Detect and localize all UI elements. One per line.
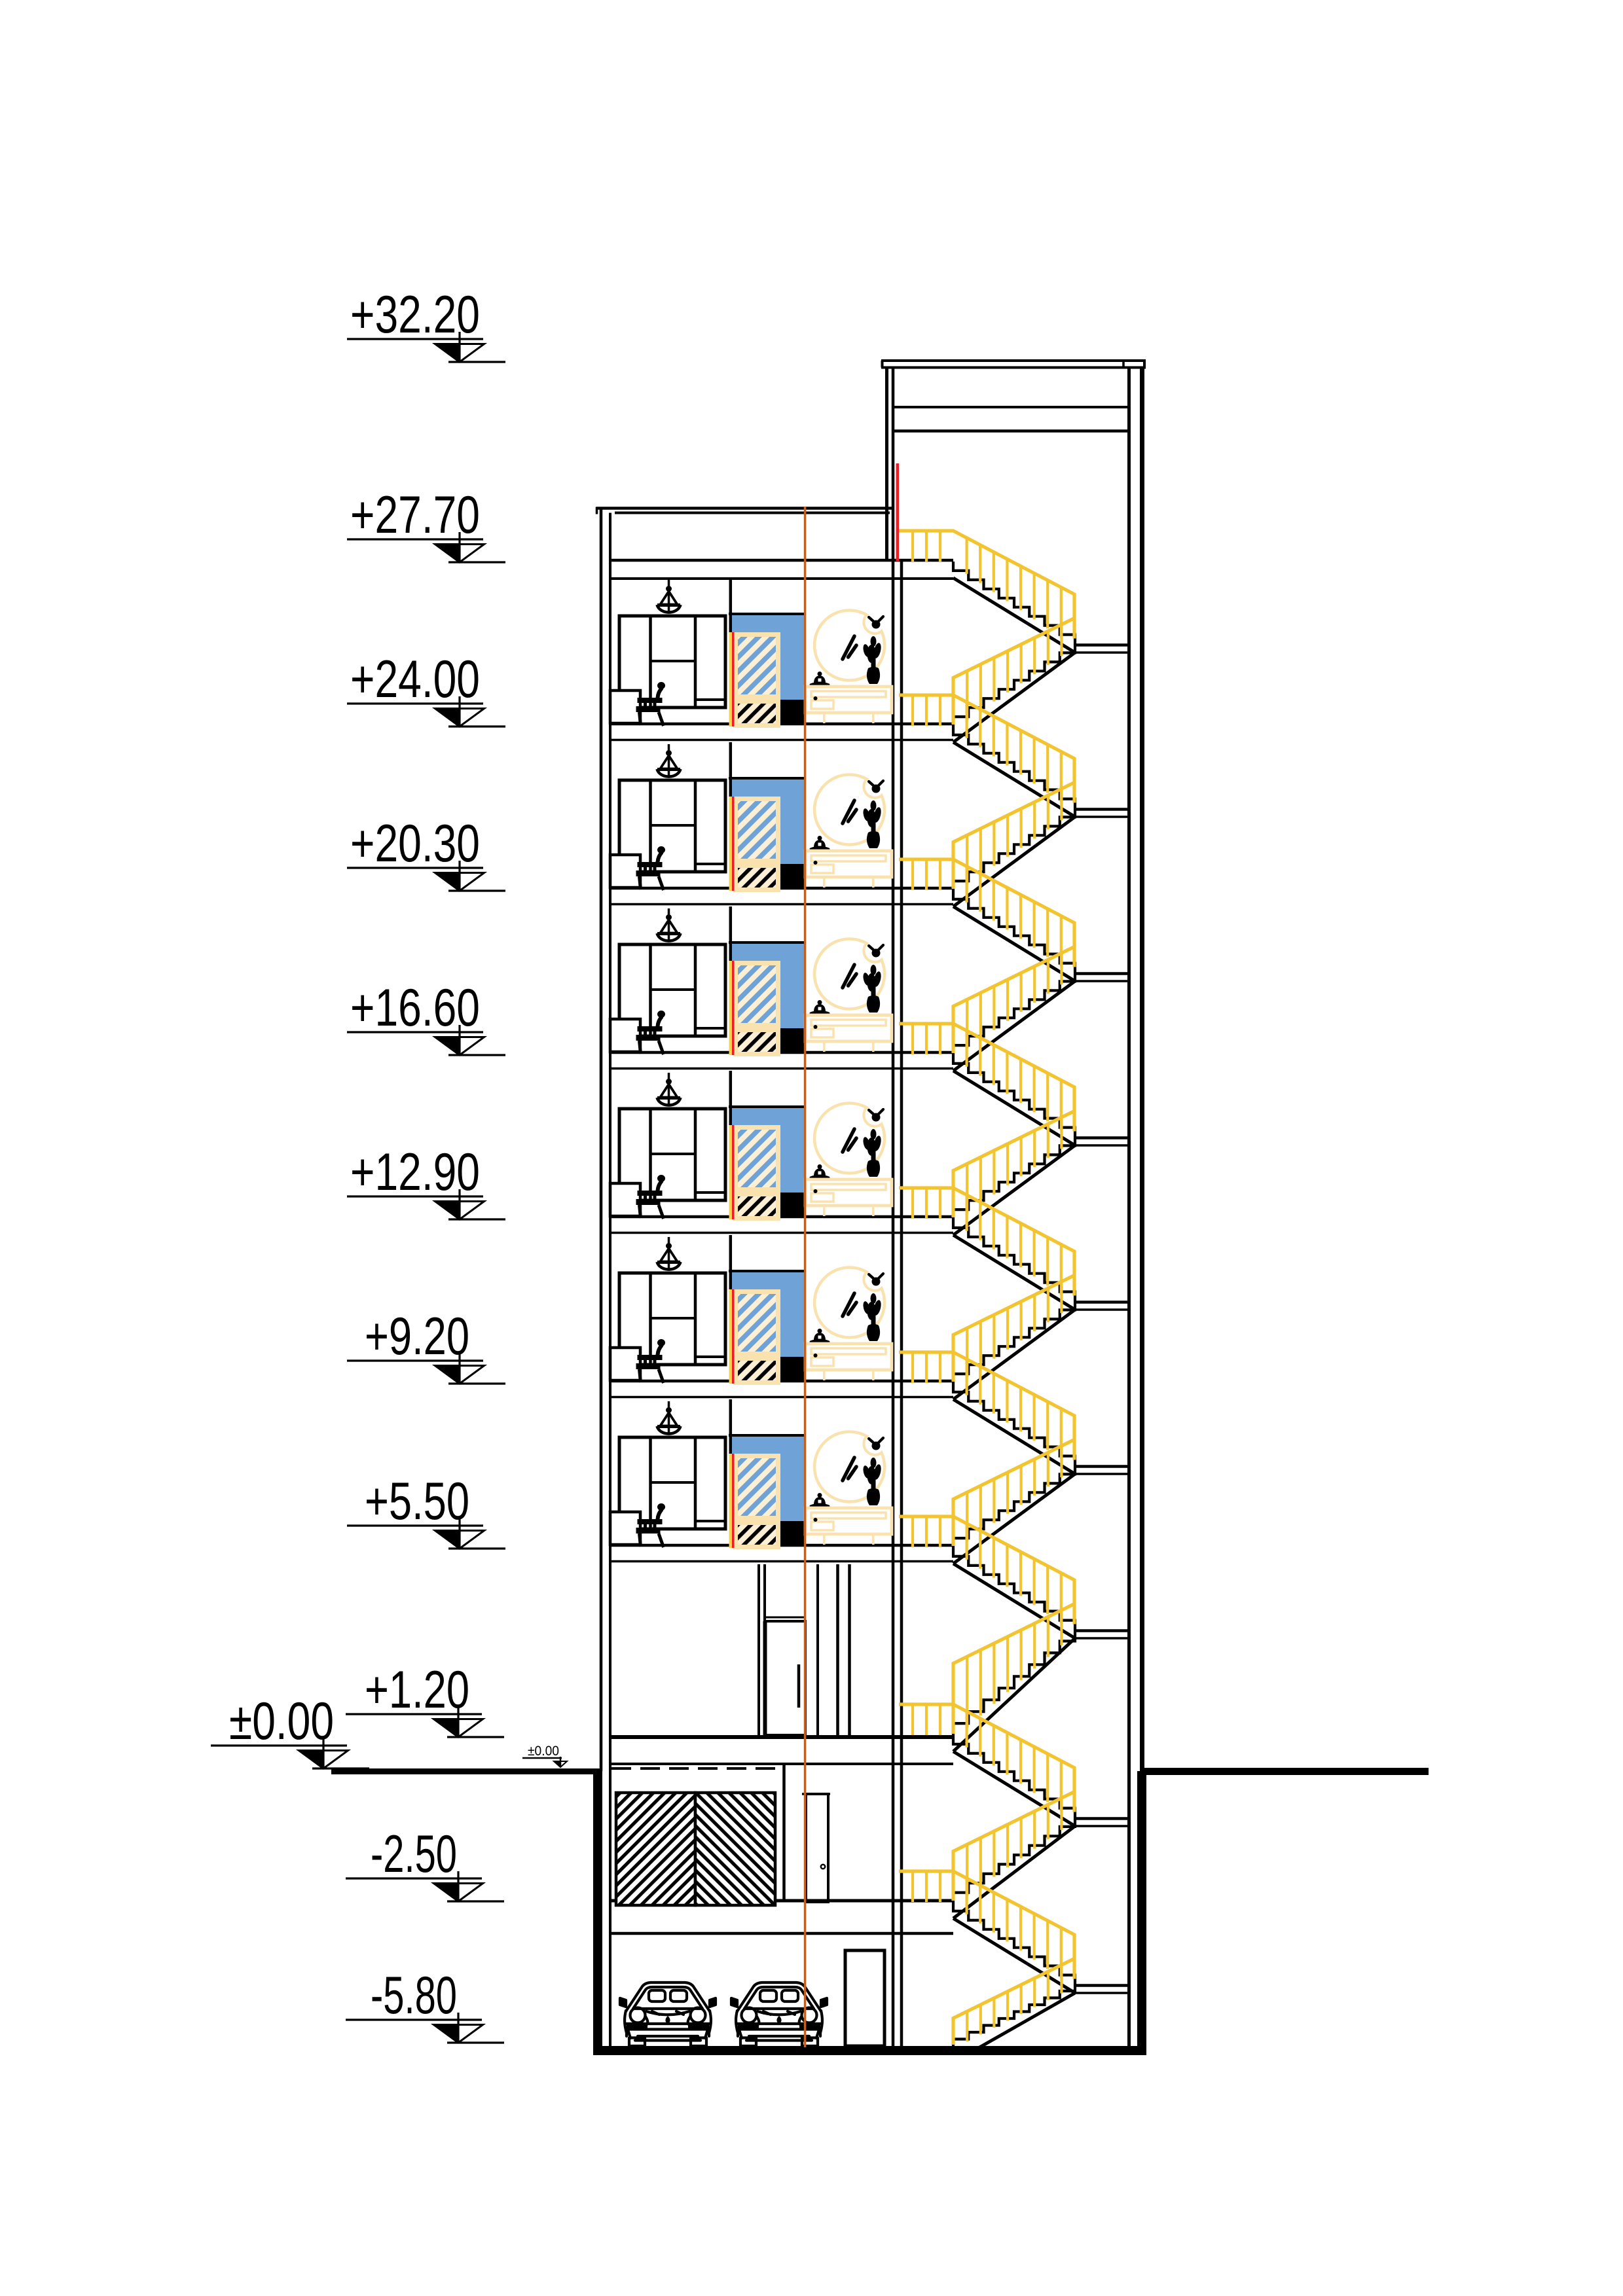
- svg-text:±0.00: ±0.00: [229, 1692, 334, 1751]
- svg-text:+32.20: +32.20: [350, 285, 480, 344]
- svg-text:+1.20: +1.20: [365, 1660, 469, 1719]
- svg-text:-2.50: -2.50: [371, 1825, 457, 1884]
- svg-text:+16.60: +16.60: [350, 978, 480, 1037]
- svg-text:+5.50: +5.50: [365, 1472, 469, 1531]
- svg-text:±0.00: ±0.00: [528, 1744, 559, 1759]
- svg-text:+20.30: +20.30: [350, 814, 480, 873]
- svg-text:+27.70: +27.70: [350, 486, 480, 545]
- svg-text:+9.20: +9.20: [365, 1307, 469, 1366]
- svg-text:+12.90: +12.90: [350, 1143, 480, 1202]
- svg-text:-5.80: -5.80: [371, 1966, 457, 2025]
- svg-text:+24.00: +24.00: [350, 650, 480, 709]
